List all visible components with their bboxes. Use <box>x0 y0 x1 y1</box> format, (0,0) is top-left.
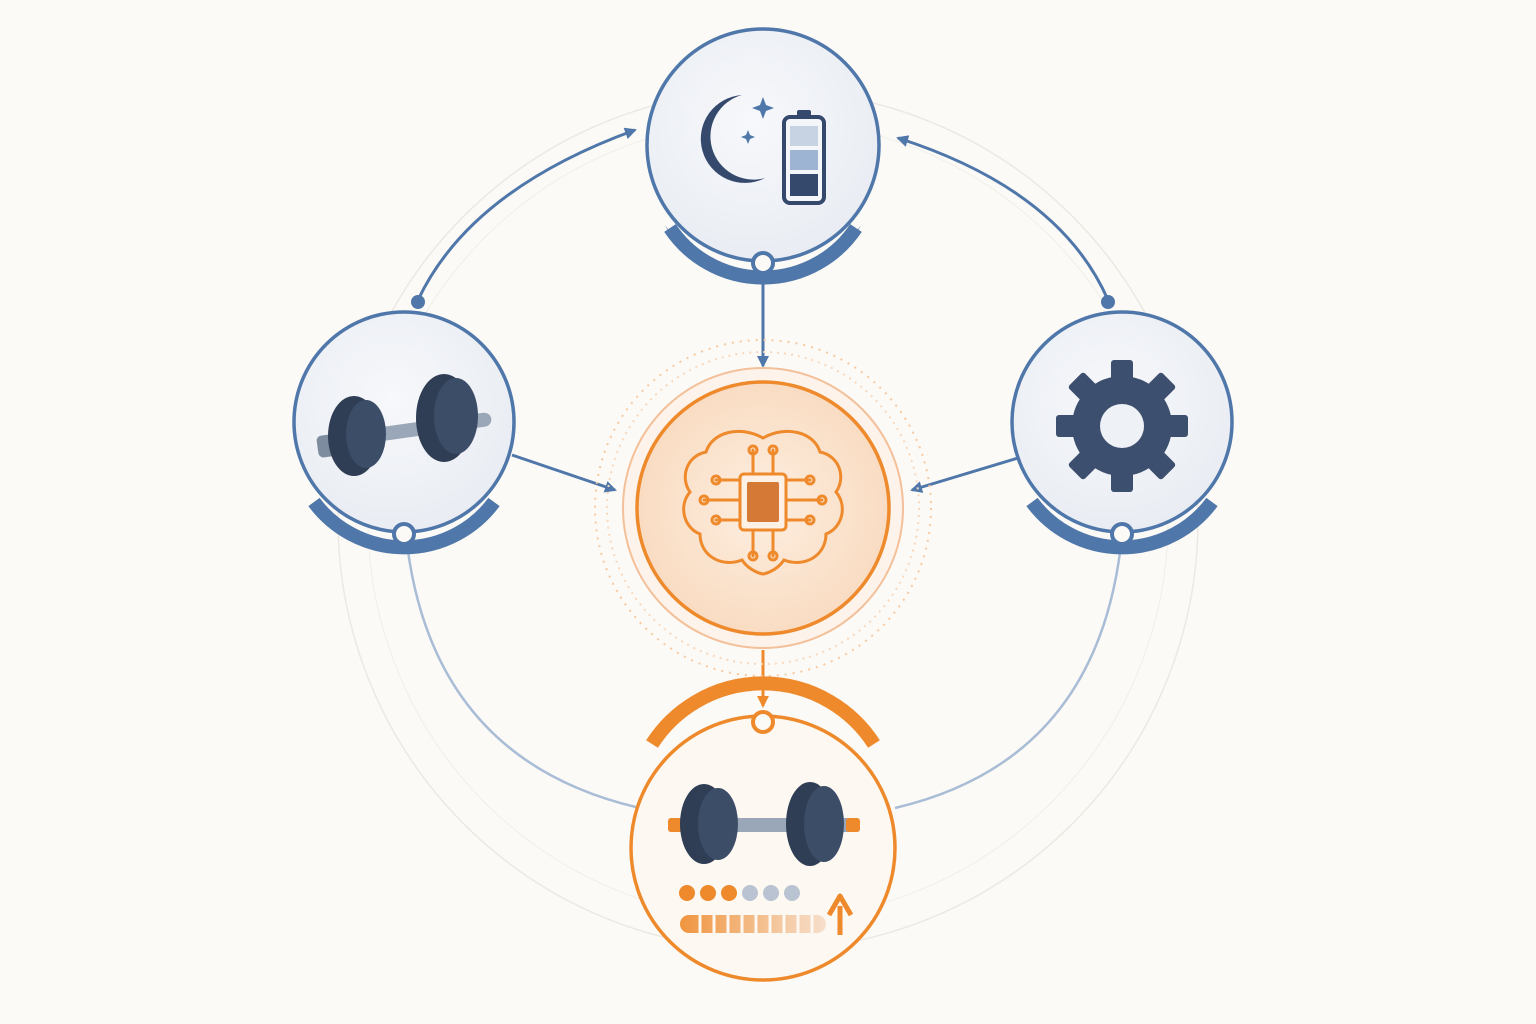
recovery-node[interactable] <box>645 27 881 285</box>
ai-core-node[interactable] <box>594 339 932 677</box>
connector-dot <box>751 710 775 734</box>
gear-icon <box>1056 360 1188 492</box>
arc-settings-to-progress <box>894 534 1124 810</box>
progress-dot-filled <box>721 885 737 901</box>
progress-dot-filled <box>679 885 695 901</box>
progress-dots <box>679 885 800 901</box>
progress-bar <box>680 915 826 933</box>
settings-node[interactable] <box>1010 310 1234 555</box>
training-node[interactable] <box>292 310 516 555</box>
moon-stars-battery-icon <box>700 95 826 205</box>
arc-settings-to-recovery <box>896 135 1110 301</box>
progress-dot-empty <box>784 885 800 901</box>
progress-dot-empty <box>742 885 758 901</box>
progress-dot-empty <box>763 885 779 901</box>
connector-dot <box>751 251 775 275</box>
arc-training-to-recovery <box>416 127 637 301</box>
progress-node[interactable] <box>629 676 897 982</box>
dumbbell-icon <box>316 374 492 476</box>
chip-core <box>747 482 779 522</box>
dumbbell-progress-icon <box>668 782 860 866</box>
progress-dot-filled <box>700 885 716 901</box>
connector-dot <box>1110 522 1134 546</box>
arc-training-to-progress <box>404 534 641 810</box>
junction-dot <box>411 295 425 309</box>
up-arrow-icon <box>826 893 854 935</box>
arrow-training-to-core <box>511 453 617 493</box>
connector-dot <box>392 522 416 546</box>
arrow-settings-to-core <box>910 456 1019 493</box>
junction-dot <box>1101 295 1115 309</box>
loop-connectors <box>404 127 1124 810</box>
